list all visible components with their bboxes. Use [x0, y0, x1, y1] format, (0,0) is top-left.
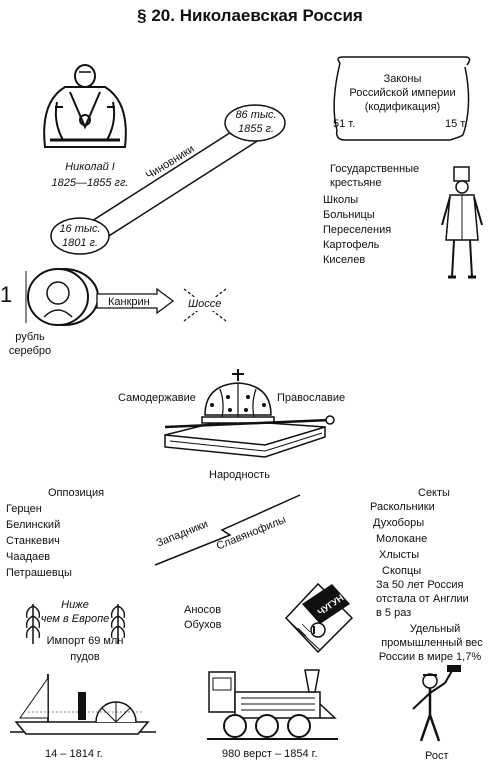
sects-item: Скопцы	[382, 565, 422, 577]
sects-heading: Секты	[418, 487, 450, 499]
peasants-heading-1: Государственные	[330, 163, 420, 175]
worker-with-hammer-icon	[412, 665, 461, 742]
locomotive-icon	[207, 669, 338, 740]
officials-end-count: 86 тыс.	[235, 109, 277, 121]
peasants-item: Школы	[323, 194, 359, 206]
laws-line1: Законы	[383, 73, 422, 85]
peasants-item: Переселения	[323, 224, 392, 236]
highway-label: Шоссе	[188, 297, 222, 311]
nicholas-portrait-icon	[43, 64, 127, 148]
wheat-left-icon	[25, 604, 41, 644]
sects-item: Духоборы	[373, 517, 425, 529]
peasants-item: Киселев	[323, 254, 366, 266]
harvest-line2: чем в Европе	[40, 613, 110, 625]
officials-start-year: 1801 г.	[61, 237, 98, 249]
coin-numeral: 1	[0, 282, 13, 307]
page-title: § 20. Николаевская Россия	[137, 6, 363, 25]
share-line3: России в мире 1,7%	[378, 651, 482, 663]
triad-orthodoxy: Православие	[277, 392, 346, 404]
triad-autocracy: Самодержавие	[118, 392, 196, 404]
peasants-item: Картофель	[323, 239, 380, 251]
share-line2: промышленный вес	[381, 637, 483, 649]
opposition-item: Станкевич	[6, 535, 60, 547]
silver-ruble-coin-icon	[25, 268, 99, 326]
laws-line2: Российской империи	[349, 87, 456, 99]
growth-label: Рост	[425, 750, 449, 762]
sects-item: Молокане	[376, 533, 428, 545]
triad-nationality: Народность	[209, 469, 270, 481]
railway-length: 980 верст – 1854 г.	[222, 748, 318, 760]
worker-anosov: Аносов	[184, 604, 222, 616]
wheat-right-icon	[110, 604, 126, 644]
import-line1: Импорт 69 млн	[46, 635, 124, 647]
share-line1: Удельный	[409, 623, 461, 635]
kankrin-label: Канкрин	[108, 296, 150, 308]
opposition-item: Белинский	[6, 519, 61, 531]
opposition-heading: Оппозиция	[48, 487, 105, 499]
debate-lightning-divider	[154, 494, 301, 566]
steamship-icon	[10, 674, 156, 735]
opposition-item: Герцен	[6, 503, 42, 515]
laws-right-volumes: 15 т.	[445, 118, 468, 130]
import-line2: пудов	[70, 651, 100, 663]
crown-and-book-icon	[164, 369, 335, 458]
coin-label-2: серебро	[8, 345, 52, 357]
laws-left-volumes: 51 т.	[333, 118, 356, 130]
peasant-figure-icon	[441, 166, 483, 279]
laws-line3: (кодификация)	[364, 101, 441, 113]
nicholas-name: Николай I	[65, 161, 115, 173]
coin-label-1: рубль	[15, 331, 45, 343]
kankrin-arrow	[96, 287, 175, 315]
opposition-item: Петрашевцы	[6, 567, 72, 579]
nicholas-years: 1825—1855 гг.	[51, 177, 129, 189]
officials-start-count: 16 тыс.	[59, 223, 101, 235]
worker-obukhov: Обухов	[184, 619, 222, 631]
lag-line1: За 50 лет Россия	[376, 579, 464, 591]
sects-item: Раскольники	[370, 501, 435, 513]
peasants-item: Больницы	[323, 209, 375, 221]
officials-end-year: 1855 г.	[237, 123, 274, 135]
cast-iron-ingot-icon	[284, 582, 354, 654]
laws-scroll-icon	[333, 56, 471, 141]
lag-line2: отстала от Англии	[376, 593, 469, 605]
opposition-item: Чаадаев	[6, 551, 51, 563]
harvest-line1: Ниже	[61, 599, 89, 611]
lag-line3: в 5 раз	[376, 607, 412, 619]
sects-item: Хлысты	[379, 549, 420, 561]
steamship-year: 14 – 1814 г.	[45, 748, 103, 760]
peasants-heading-2: крестьяне	[330, 177, 382, 189]
